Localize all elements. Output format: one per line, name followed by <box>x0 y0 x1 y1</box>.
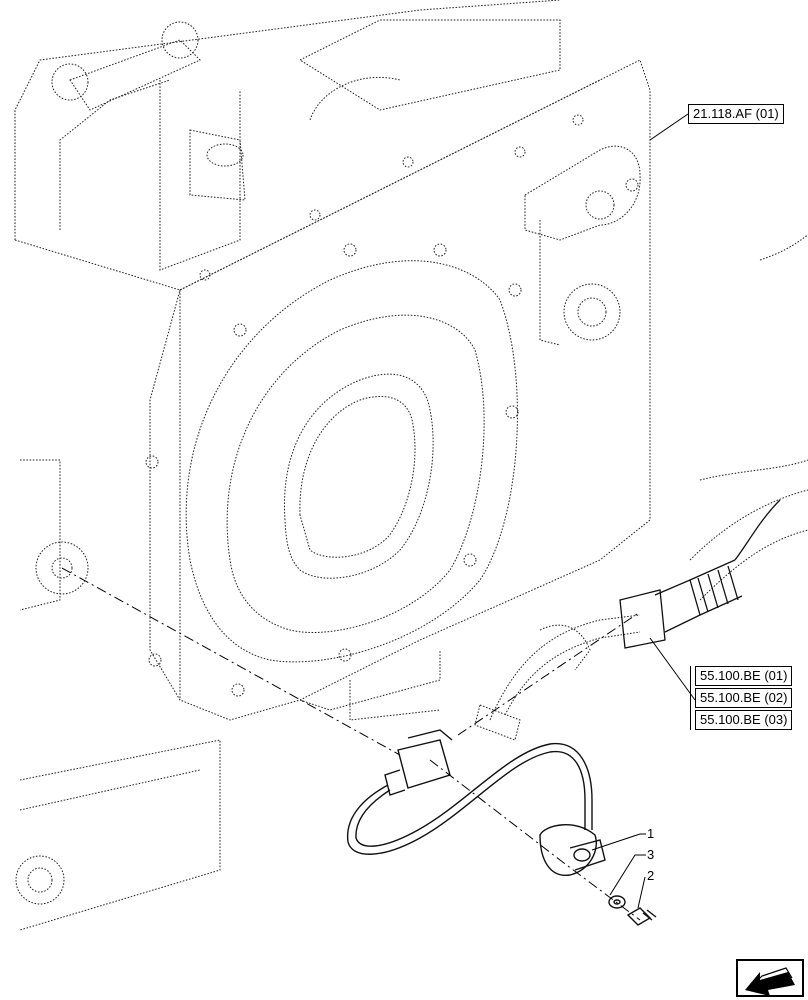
reference-group: 55.100.BE (01) 55.100.BE (02) 55.100.BE … <box>690 666 793 730</box>
assembly-axis-line <box>61 567 641 921</box>
callout-3: 3 <box>647 847 655 862</box>
housing-outline <box>14 0 808 931</box>
speed-sensor-assembly <box>346 729 657 926</box>
leader-lines <box>591 113 696 909</box>
reference-group-item-1[interactable]: 55.100.BE (01) <box>695 666 793 686</box>
reference-group-item-3[interactable]: 55.100.BE (03) <box>695 710 793 730</box>
callout-1: 1 <box>647 826 655 841</box>
reference-group-item-2[interactable]: 55.100.BE (02) <box>695 688 793 708</box>
callout-2: 2 <box>647 868 655 883</box>
harness-connector <box>619 499 781 649</box>
arrow-previous-icon[interactable] <box>736 959 804 997</box>
reference-top[interactable]: 21.118.AF (01) <box>688 104 784 124</box>
